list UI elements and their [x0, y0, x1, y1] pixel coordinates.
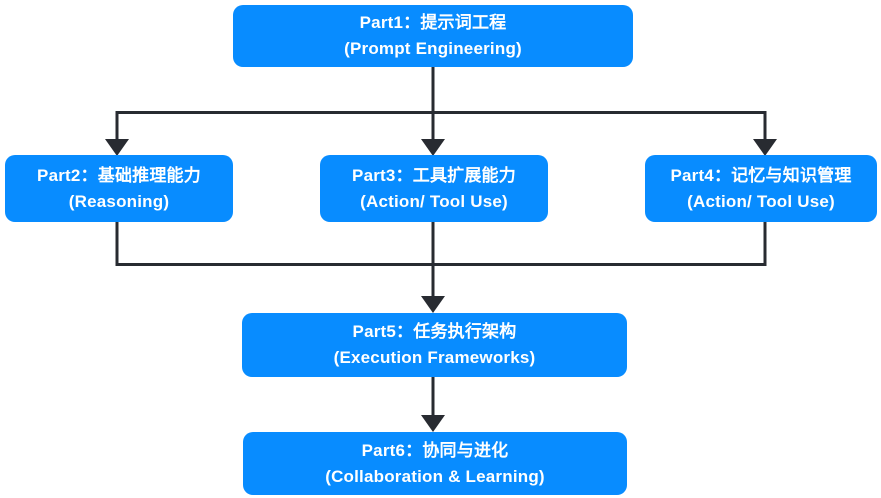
node-part6: Part6：协同与进化 (Collaboration & Learning): [243, 432, 627, 495]
node-part2-title: Part2：基础推理能力: [37, 165, 201, 185]
node-part1-title: Part1：提示词工程: [359, 13, 507, 32]
node-part5-title: Part5：任务执行架构: [352, 322, 517, 341]
arrowhead-down-part2: [105, 139, 129, 156]
node-part6-subtitle: (Collaboration & Learning): [325, 466, 545, 486]
connector-split-bar: [115, 111, 767, 142]
node-part4: Part4：记忆与知识管理 (Action/ Tool Use): [645, 155, 877, 222]
node-part2: Part2：基础推理能力 (Reasoning): [5, 155, 233, 222]
node-part2-subtitle: (Reasoning): [68, 191, 170, 211]
node-part6-title: Part6：协同与进化: [361, 440, 509, 460]
node-part3-subtitle: (Action/ Tool Use): [360, 191, 508, 211]
node-part5: Part5：任务执行架构 (Execution Frameworks): [242, 313, 627, 377]
node-part5-subtitle: (Execution Frameworks): [333, 348, 536, 367]
node-part3-title: Part3：工具扩展能力: [352, 165, 516, 185]
node-part1: Part1：提示词工程 (Prompt Engineering): [233, 5, 633, 67]
connector-merge-bar: [115, 222, 767, 266]
arrowhead-down-part5: [421, 296, 445, 313]
node-part1-subtitle: (Prompt Engineering): [344, 39, 522, 58]
arrowhead-down-part6: [421, 415, 445, 432]
node-part4-subtitle: (Action/ Tool Use): [687, 191, 835, 211]
node-part4-title: Part4：记忆与知识管理: [670, 165, 852, 185]
arrowhead-down-part4: [753, 139, 777, 156]
arrowhead-down-part3: [421, 139, 445, 156]
node-part3: Part3：工具扩展能力 (Action/ Tool Use): [320, 155, 548, 222]
